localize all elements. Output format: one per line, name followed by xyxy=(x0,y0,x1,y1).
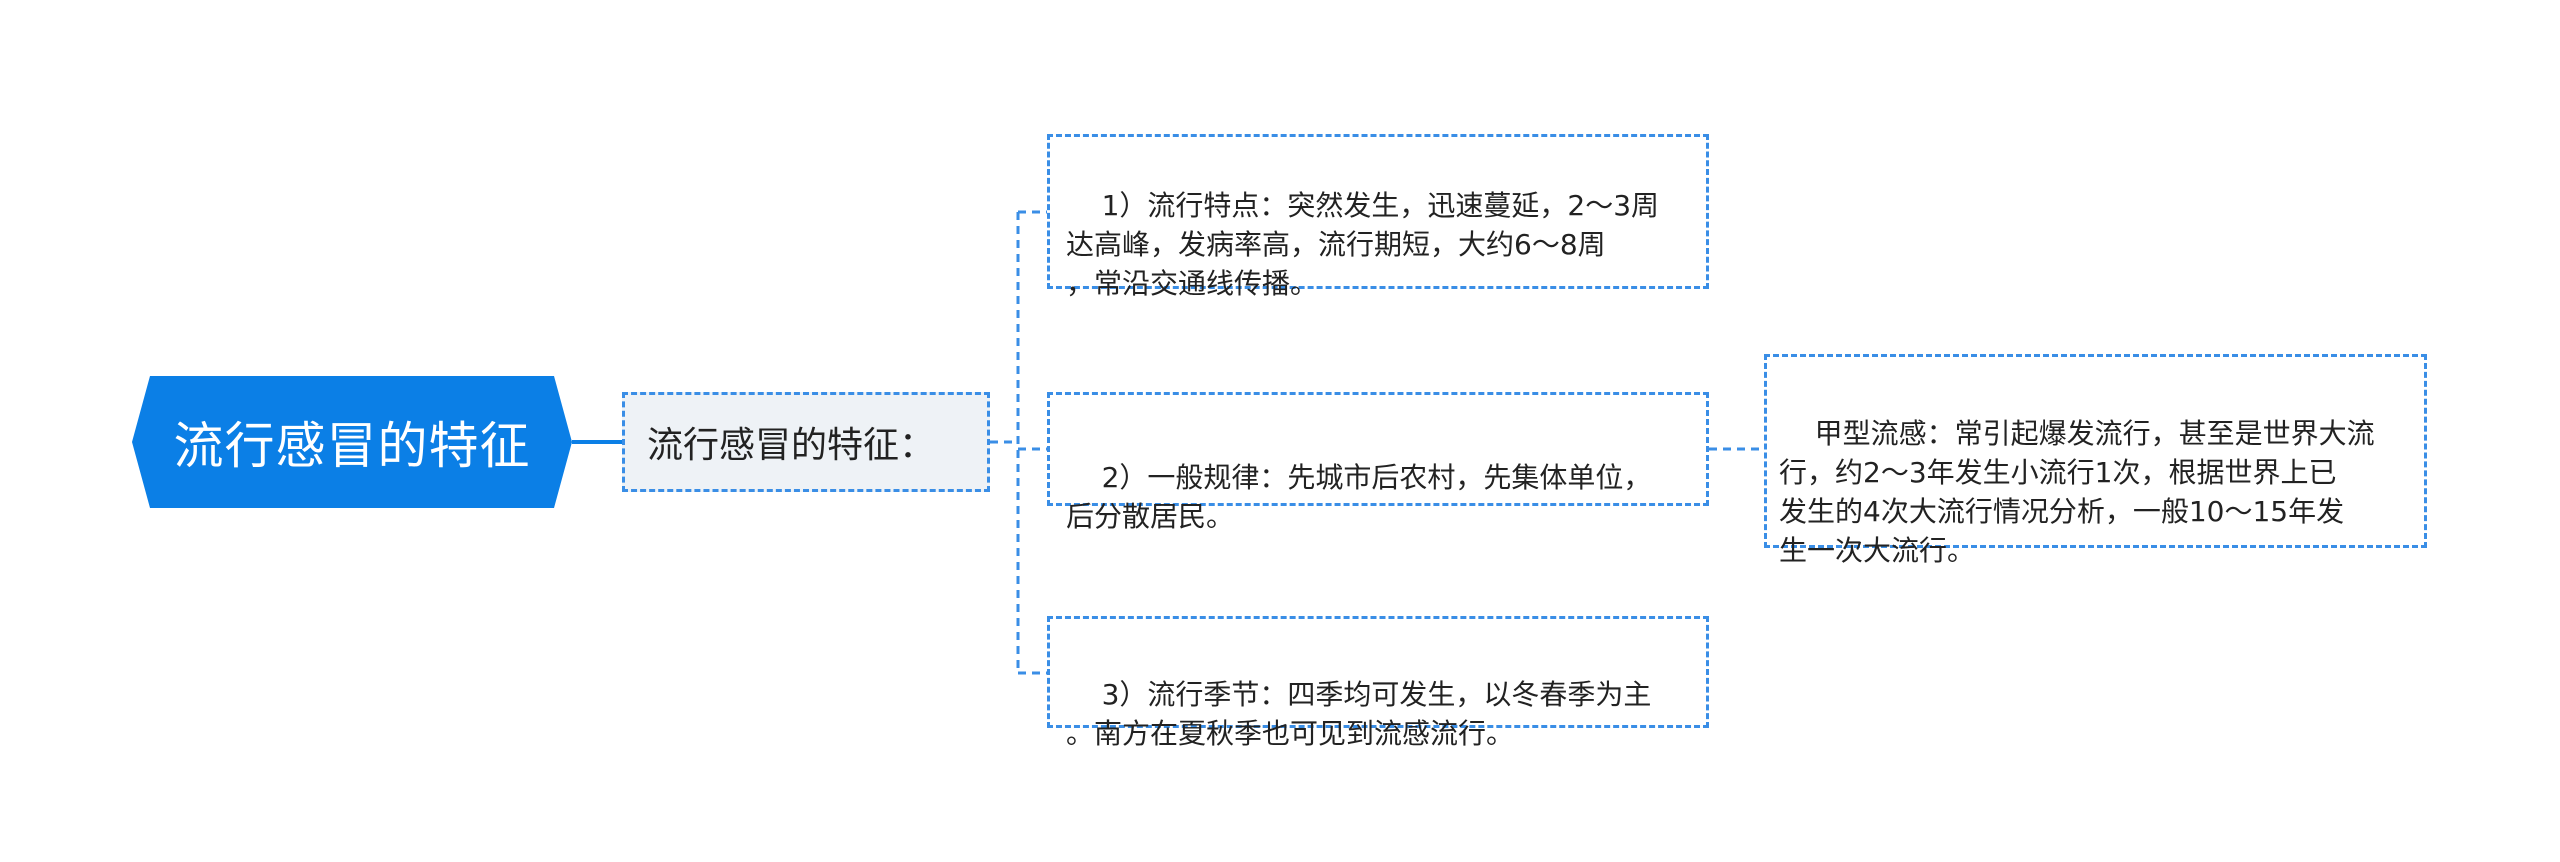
main-to-details-connector xyxy=(990,210,1047,675)
main-topic-node[interactable]: 流行感冒的特征： xyxy=(622,392,990,492)
root-topic-label: 流行感冒的特征 xyxy=(173,417,531,475)
detail-text: 3）流行季节：四季均可发生，以冬春季为主 。南方在夏秋季也可见到流感流行。 xyxy=(1066,678,1652,750)
subdetail-node-influenza-a[interactable]: 甲型流感：常引起爆发流行，甚至是世界大流 行，约2～3年发生小流行1次，根据世界… xyxy=(1764,354,2427,567)
detail-text: 1）流行特点：突然发生，迅速蔓延，2～3周 达高峰，发病率高，流行期短，大约6～… xyxy=(1066,189,1660,300)
root-topic-node[interactable]: 流行感冒的特征 xyxy=(132,376,572,508)
main-topic-label: 流行感冒的特征： xyxy=(647,425,936,466)
subdetail-text: 甲型流感：常引起爆发流行，甚至是世界大流 行，约2～3年发生小流行1次，根据世界… xyxy=(1779,417,2375,567)
detail-node-general-pattern[interactable]: 2）一般规律：先城市后农村，先集体单位， 后分散居民。 xyxy=(1047,392,1709,533)
detail-node-epidemic-season[interactable]: 3）流行季节：四季均可发生，以冬春季为主 。南方在夏秋季也可见到流感流行。 xyxy=(1047,616,1709,750)
detail-text: 2）一般规律：先城市后农村，先集体单位， 后分散居民。 xyxy=(1066,461,1652,533)
detail-node-epidemic-features[interactable]: 1）流行特点：突然发生，迅速蔓延，2～3周 达高峰，发病率高，流行期短，大约6～… xyxy=(1047,134,1709,300)
